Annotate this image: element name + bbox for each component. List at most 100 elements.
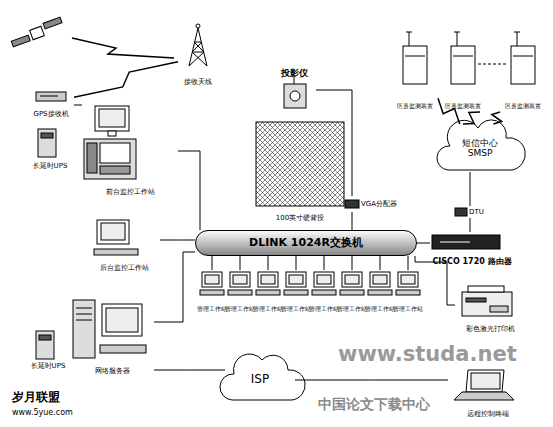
network-cable bbox=[408, 256, 409, 270]
workstation-node: 后台监控工作站 bbox=[88, 218, 160, 274]
watermark: 中国论文下载中心 bbox=[318, 397, 430, 412]
antenna-tower bbox=[189, 24, 207, 66]
workstation-icon-part bbox=[314, 272, 334, 287]
network-cable bbox=[154, 252, 195, 322]
satellite bbox=[11, 17, 174, 58]
front-workstation-part bbox=[84, 139, 136, 179]
front-workstation-part bbox=[87, 143, 97, 173]
antenna-tower-part bbox=[192, 52, 207, 66]
workstation-node: 管理工作站 bbox=[223, 270, 257, 314]
network-cable bbox=[352, 256, 353, 270]
node-label: DTU bbox=[469, 208, 484, 216]
network-server-part bbox=[100, 345, 146, 353]
monitoring-device-part bbox=[451, 46, 475, 84]
workstation-icon-part bbox=[233, 275, 247, 284]
device-node: 区县监测装置 bbox=[392, 30, 438, 112]
node-label: 后台监控工作站 bbox=[100, 264, 149, 272]
workstation-icon-part bbox=[200, 290, 224, 295]
workstation-icon bbox=[200, 272, 420, 295]
network-cable bbox=[352, 212, 353, 230]
network-cable bbox=[316, 90, 352, 196]
antenna-tower-part bbox=[194, 42, 204, 52]
laptop-part bbox=[471, 373, 500, 389]
node-label: 管理工作站 bbox=[225, 306, 255, 312]
network-cable bbox=[470, 218, 471, 232]
node-label: 长延时UPS bbox=[33, 162, 68, 170]
gps-node: GPS接收机 bbox=[28, 90, 74, 120]
front-workstation-part bbox=[95, 106, 129, 131]
ups-unit-part bbox=[41, 133, 53, 138]
router-unit-part bbox=[440, 242, 470, 243]
monitoring-device-part bbox=[454, 32, 460, 33]
back-workstation-part bbox=[101, 223, 125, 240]
projector-part bbox=[290, 91, 300, 101]
screen-node: 100英寸硬背投 bbox=[252, 120, 348, 224]
workstation-icon-part bbox=[258, 272, 278, 287]
antenna-tower-part bbox=[189, 52, 204, 66]
antenna-node: 接收天线 bbox=[178, 22, 218, 88]
workstation-node: 管理工作站 bbox=[279, 270, 313, 314]
workstation-icon-part bbox=[340, 290, 364, 295]
network-server-part bbox=[106, 308, 138, 332]
network-server bbox=[73, 300, 146, 358]
monitoring-device-part bbox=[517, 32, 518, 46]
projector-part bbox=[294, 77, 295, 84]
node-label: 管理工作站 bbox=[365, 306, 395, 312]
laptop-part bbox=[466, 370, 504, 392]
network-cable bbox=[154, 370, 225, 371]
workstation-node: 管理工作站 bbox=[195, 270, 229, 314]
workstation-icon-part bbox=[228, 290, 252, 295]
projection-screen-part bbox=[256, 122, 344, 206]
switch-node: DLINK 1024R交换机 bbox=[195, 230, 417, 256]
node-label: 区县监测装置 bbox=[505, 103, 541, 110]
ups-node: 长延时UPS bbox=[26, 128, 74, 172]
dtu-unit bbox=[455, 208, 467, 216]
router-unit bbox=[432, 235, 500, 249]
front-workstation-part bbox=[100, 143, 130, 163]
laptop-part bbox=[454, 392, 514, 400]
router-node: CISCO 1720 路由器 bbox=[430, 232, 514, 268]
workstation-node: 管理工作站 bbox=[307, 270, 341, 314]
back-workstation-part bbox=[97, 220, 129, 244]
network-cable bbox=[417, 243, 430, 244]
node-label: VGA分配器 bbox=[361, 200, 397, 208]
workstation-icon-part bbox=[230, 272, 250, 287]
node-label: 管理工作站 bbox=[309, 306, 339, 312]
watermark: www.studa.net bbox=[338, 343, 517, 366]
workstation-icon-part bbox=[312, 290, 336, 295]
antenna-tower-part bbox=[196, 24, 200, 28]
wireless-link bbox=[74, 62, 178, 97]
node-label: 管理工作站 bbox=[281, 306, 311, 312]
node-label: 长延时UPS bbox=[31, 362, 66, 370]
monitoring-device-part bbox=[513, 56, 533, 57]
color-laser-printer-part bbox=[468, 286, 504, 292]
front-workstation-part bbox=[108, 131, 116, 136]
cloud-node: ISP bbox=[225, 358, 295, 402]
node-label: 区县监测装置 bbox=[445, 103, 481, 110]
color-laser-printer bbox=[462, 286, 512, 316]
device-node: 区县监测装置 bbox=[500, 30, 546, 112]
workstation-node: 管理工作站 bbox=[251, 270, 285, 314]
network-cable bbox=[212, 256, 213, 270]
network-cable bbox=[295, 380, 448, 381]
cloud-shape-part bbox=[437, 120, 525, 170]
network-cable bbox=[178, 151, 200, 230]
node-label: 管理工作站 bbox=[393, 306, 423, 312]
node-label: 接收天线 bbox=[184, 78, 212, 86]
workstation-icon-part bbox=[289, 275, 303, 284]
node-label: 投影仪 bbox=[281, 68, 308, 78]
site-mark: 岁月联盟 bbox=[12, 391, 60, 404]
node-label: 彩色激光打印机 bbox=[466, 325, 515, 333]
node-label: ISP bbox=[251, 373, 269, 387]
satellite-part bbox=[11, 35, 30, 47]
workstation-node: 管理工作站 bbox=[363, 270, 397, 314]
laptop bbox=[454, 370, 514, 400]
laptop-node: 远程控制终端 bbox=[448, 368, 528, 420]
workstation-node: 管理工作站 bbox=[335, 270, 369, 314]
workstation-icon-part bbox=[396, 290, 420, 295]
node-label: 100英寸硬背投 bbox=[276, 214, 324, 222]
network-server-part bbox=[73, 300, 95, 358]
ups-node: 长延时UPS bbox=[24, 330, 72, 372]
satellite-part bbox=[43, 17, 62, 29]
